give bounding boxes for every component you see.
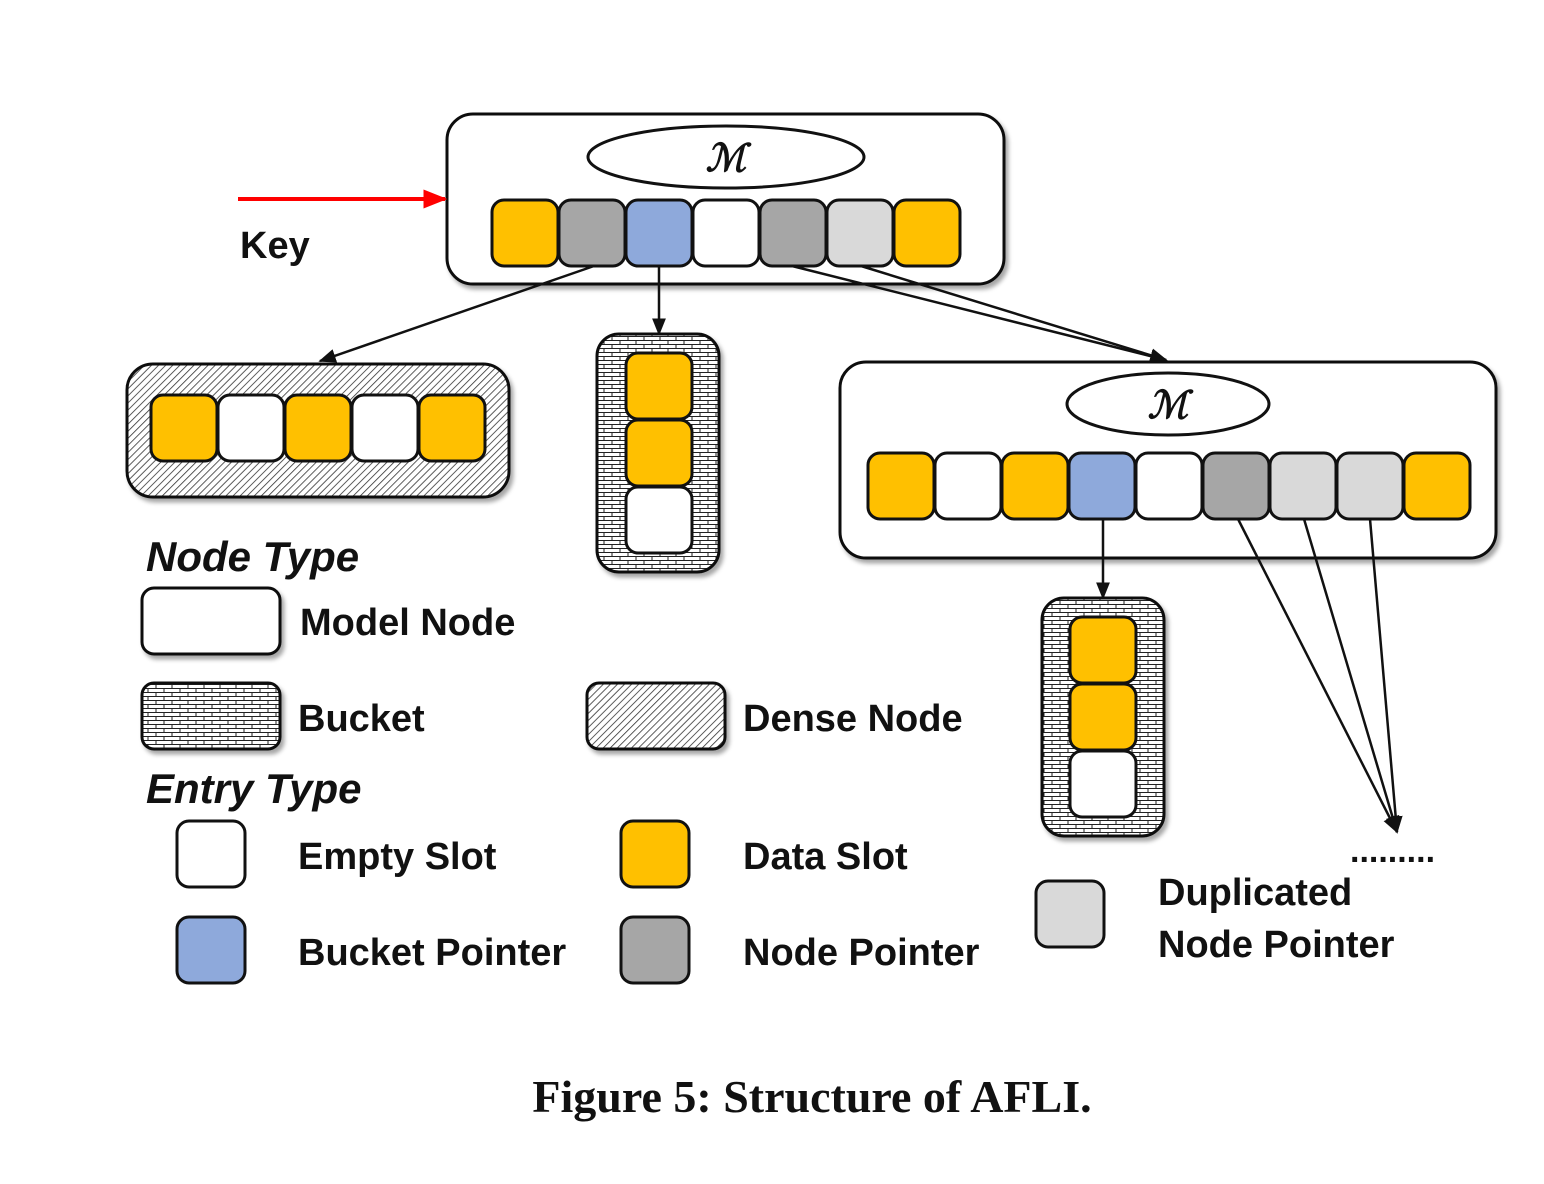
- legend-empty-slot-swatch: [175, 819, 247, 889]
- legend-bucket-label: Bucket: [298, 698, 425, 740]
- root-slot-2-node-pointer: [557, 198, 627, 268]
- arrow-dup-pointer-2-to-dots: [1368, 518, 1403, 834]
- bucket-b-slot-2-data: [1068, 682, 1138, 752]
- dense-slot-2-empty: [216, 393, 286, 463]
- child-slot-3-data: [1000, 451, 1070, 521]
- root-slot-1-data: [490, 198, 560, 268]
- key-label: Key: [240, 225, 310, 267]
- bucket-a-slot-2-data: [624, 418, 694, 488]
- child-model-symbol: ℳ: [1148, 382, 1194, 427]
- arrow-to-child-node-2: [860, 264, 1168, 363]
- root-slots: [490, 198, 962, 268]
- child-slot-8-duplicated-node-pointer: [1335, 451, 1405, 521]
- dense-node: [125, 362, 511, 499]
- bucket-a-slot-3-empty: [624, 485, 694, 555]
- root-model-node: ℳ: [445, 112, 1006, 286]
- legend-node-pointer-swatch: [619, 915, 691, 985]
- legend-empty-slot-label: Empty Slot: [298, 836, 497, 878]
- child-slot-4-bucket-pointer: [1067, 451, 1137, 521]
- arrow-to-child-node-1: [791, 264, 1168, 363]
- dense-slot-3-data: [283, 393, 353, 463]
- dense-slots: [149, 393, 487, 463]
- legend-node-type-title: Node Type: [146, 533, 359, 580]
- arrow-dup-pointer-1-to-dots: [1302, 518, 1400, 834]
- legend-node-pointer-label: Node Pointer: [743, 932, 980, 974]
- child-slot-1-data: [866, 451, 936, 521]
- bucket-a: [595, 332, 721, 574]
- dense-slot-4-empty: [350, 393, 420, 463]
- child-slot-6-node-pointer: [1201, 451, 1271, 521]
- arrow-to-dense-node: [318, 264, 595, 363]
- child-model-node: ℳ: [838, 360, 1498, 560]
- arrow-node-pointer-to-dots: [1236, 518, 1399, 834]
- bucket-b-slots: [1068, 615, 1138, 819]
- legend-bucket-pointer-label: Bucket Pointer: [298, 932, 566, 974]
- child-slot-5-empty: [1134, 451, 1204, 521]
- legend-data-slot-swatch: [619, 819, 691, 889]
- legend: Node Type Model Node Bucket Dense Node E…: [140, 533, 1395, 985]
- legend-duplicated-node-pointer-swatch: [1034, 879, 1106, 949]
- legend-bucket-pointer-swatch: [175, 915, 247, 985]
- legend-dense-node-swatch: [585, 681, 727, 751]
- root-slot-7-data: [892, 198, 962, 268]
- bucket-a-slot-1-data: [624, 351, 694, 421]
- root-slot-4-empty: [691, 198, 761, 268]
- legend-data-slot-label: Data Slot: [743, 836, 908, 878]
- child-slot-9-data: [1402, 451, 1472, 521]
- legend-duplicated-label-line1: Duplicated: [1158, 872, 1352, 914]
- root-model-symbol: ℳ: [706, 135, 752, 180]
- child-slot-2-empty: [933, 451, 1003, 521]
- legend-duplicated-label-line2: Node Pointer: [1158, 924, 1395, 966]
- root-slot-3-bucket-pointer: [624, 198, 694, 268]
- child-model-ellipse: [1065, 371, 1271, 437]
- bucket-b-slot-1-data: [1068, 615, 1138, 685]
- root-slot-6-duplicated-node-pointer: [825, 198, 895, 268]
- legend-model-node-label: Model Node: [300, 602, 515, 644]
- figure-caption: Figure 5: Structure of AFLI.: [532, 1071, 1091, 1122]
- dense-slot-5-data: [417, 393, 487, 463]
- bucket-a-slots: [624, 351, 694, 555]
- child-slots: [866, 451, 1472, 521]
- legend-entry-type-title: Entry Type: [146, 765, 362, 812]
- bucket-b: [1040, 596, 1166, 838]
- continuation-dots: .........: [1350, 832, 1435, 870]
- child-slot-7-duplicated-node-pointer: [1268, 451, 1338, 521]
- legend-model-node-swatch: [140, 586, 282, 656]
- dense-slot-1-data: [149, 393, 219, 463]
- bucket-b-slot-3-empty: [1068, 749, 1138, 819]
- legend-bucket-swatch: [140, 681, 282, 751]
- root-slot-5-node-pointer: [758, 198, 828, 268]
- legend-dense-node-label: Dense Node: [743, 698, 963, 740]
- root-model-ellipse: [586, 124, 866, 190]
